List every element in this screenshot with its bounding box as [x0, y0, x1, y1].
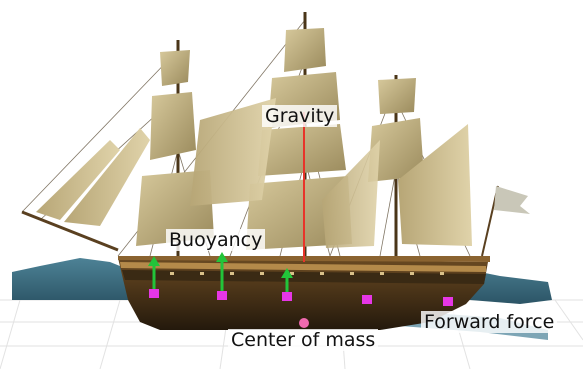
buoyancy-point-5 — [443, 297, 453, 306]
main-royal-sail — [284, 28, 326, 72]
mizzen-topsail — [378, 78, 416, 114]
forward-force-label: Forward force — [421, 311, 557, 333]
buoyancy-point-2 — [217, 291, 227, 300]
fore-topgallant-sail — [160, 50, 190, 86]
center-of-mass-marker — [299, 318, 309, 328]
buoyancy-point-4 — [362, 295, 372, 304]
buoyancy-point-1 — [149, 289, 159, 298]
fore-topsail — [150, 92, 196, 160]
stern-flag — [494, 186, 530, 214]
buoyancy-point-3 — [282, 292, 292, 301]
buoyancy-label: Buoyancy — [166, 229, 265, 251]
center-of-mass-label: Center of mass — [228, 329, 378, 351]
gravity-label: Gravity — [262, 105, 337, 127]
